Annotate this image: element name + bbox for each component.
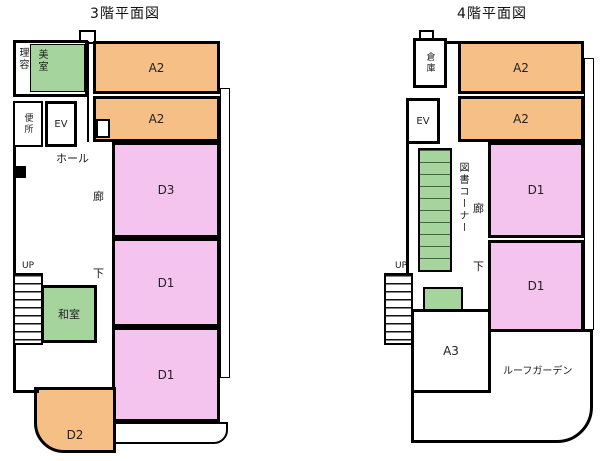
hall-label: ホール <box>56 152 89 165</box>
duct-shaft-3f <box>96 119 110 138</box>
room-a2-lower-4f-label: A2 <box>513 112 529 126</box>
beauty-room-label: 美室 <box>36 49 47 73</box>
room-a3: A3 <box>411 309 491 393</box>
storage-label: 倉庫 <box>424 52 435 74</box>
green-bench-4f <box>423 287 463 311</box>
toilet-label: 便所 <box>22 113 33 135</box>
room-d2-label: D2 <box>66 428 84 442</box>
room-a2-lower-4f: A2 <box>458 96 584 142</box>
wall-left-lower-3f <box>13 345 16 393</box>
wall-shaft-3f <box>87 41 89 142</box>
elevator-3f: EV <box>45 101 77 147</box>
wall-step-3f <box>13 390 39 393</box>
room-a2-upper-3f: A2 <box>93 41 220 94</box>
beauty-room-area <box>30 44 85 92</box>
corridor-lower-3f: 下 <box>93 267 104 280</box>
room-d1-lower-3f-label: D1 <box>157 367 175 382</box>
room-d3-label: D3 <box>157 183 175 197</box>
plan-title-3f: 3階平面図 <box>90 6 160 22</box>
roof-garden-label: ルーフガーデン <box>503 366 573 377</box>
room-a2-upper-3f-label: A2 <box>148 60 165 75</box>
up-label-3f: UP <box>22 261 35 271</box>
stairs-3f <box>13 273 43 345</box>
wall-left-4f <box>406 140 409 276</box>
elevator-4f: EV <box>406 98 440 144</box>
room-a2-upper-4f-label: A2 <box>513 60 529 75</box>
wall-block-3f <box>13 166 26 178</box>
room-d1-upper-4f-label: D1 <box>527 183 545 197</box>
room-a3-label: A3 <box>443 344 459 358</box>
elevator-4f-label: EV <box>416 115 430 127</box>
corridor-upper-4f: 廊 <box>473 202 484 215</box>
room-a2-lower-3f: A2 <box>93 96 220 142</box>
washitsu-label: 和室 <box>58 308 80 321</box>
storage-room: 倉庫 <box>413 38 447 88</box>
room-d2: D2 <box>34 387 116 453</box>
library-label: 図書コーナー <box>457 162 468 234</box>
washitsu-room: 和室 <box>41 285 97 343</box>
room-d1-lower-4f-label: D1 <box>527 279 545 293</box>
stairs-4f <box>384 273 413 345</box>
room-d1-lower-4f: D1 <box>488 240 584 332</box>
plan-title-4f: 4階平面図 <box>457 6 527 22</box>
wall-top-4f <box>445 41 460 44</box>
wall-left-3f <box>13 145 16 275</box>
room-d1-upper-4f: D1 <box>488 142 584 238</box>
room-a2-upper-4f: A2 <box>458 41 584 94</box>
room-d1-middle-3f: D1 <box>112 238 220 327</box>
balcony-strip-4f <box>584 58 594 330</box>
library-shelves <box>418 148 452 272</box>
balcony-bottom-3f <box>112 422 228 444</box>
room-d1-lower-3f: D1 <box>112 327 220 422</box>
toilet-room-3f: 便所 <box>13 101 43 147</box>
corridor-lower-4f: 下 <box>473 260 484 273</box>
room-a2-lower-3f-label: A2 <box>148 112 165 126</box>
room-d3: D3 <box>112 142 220 238</box>
barber-room-label: 理容 <box>17 47 28 71</box>
elevator-3f-label: EV <box>54 118 68 130</box>
balcony-strip-3f <box>220 88 230 378</box>
corridor-upper-3f: 廊 <box>93 190 104 203</box>
room-d1-middle-3f-label: D1 <box>157 275 175 290</box>
up-label-4f: UP <box>395 261 408 271</box>
